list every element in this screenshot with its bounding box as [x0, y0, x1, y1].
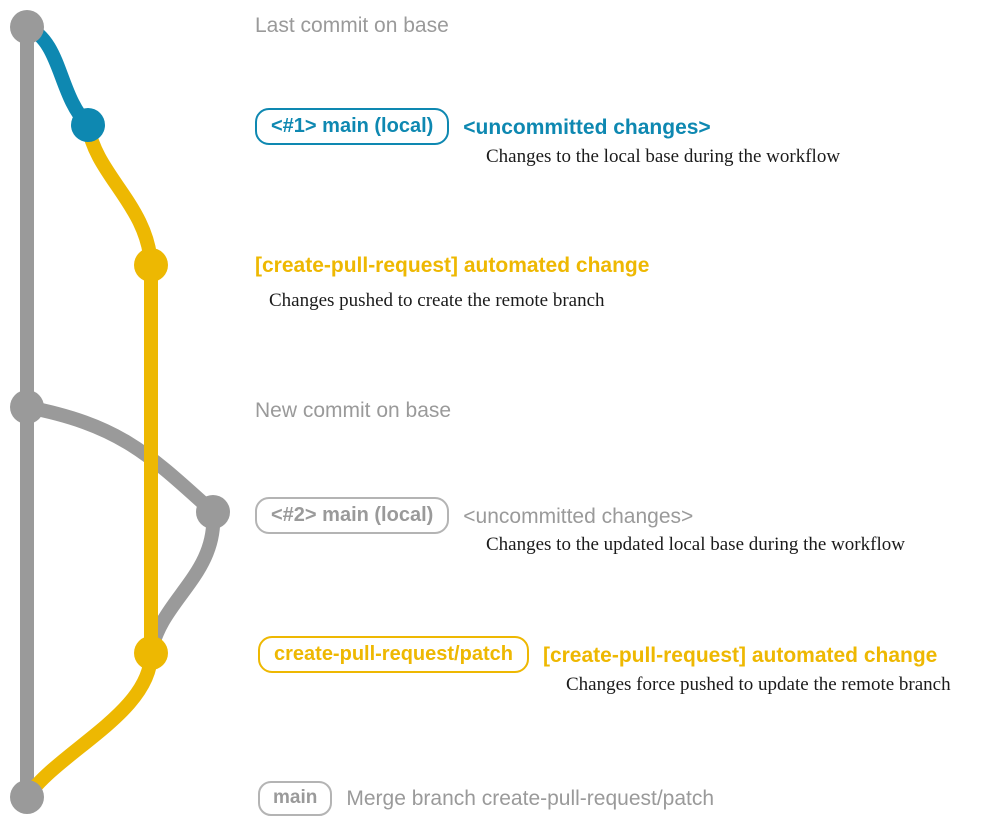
node-remote-1[interactable] [134, 248, 168, 282]
node-remote-2[interactable] [134, 636, 168, 670]
node-merge[interactable] [10, 780, 44, 814]
headline-merge-branch: Merge branch create-pull-request/patch [346, 787, 715, 810]
headline-uncommitted-changes-1: <uncommitted changes> [463, 116, 711, 139]
subtext-local-commit-2: Changes to the updated local base during… [486, 534, 905, 555]
subtext-local-commit-1: Changes to the local base during the wor… [486, 146, 841, 167]
edge-local2-to-remote2 [144, 505, 221, 660]
edge-base-to-local2 [20, 400, 220, 519]
node-base-new[interactable] [10, 390, 44, 424]
badge-main-local-2[interactable]: <#2> main (local) [255, 497, 450, 534]
edge-local1-to-remote1 [81, 118, 158, 272]
entry-remote-commit-1: [create-pull-request] automated change [255, 253, 649, 279]
entry-new-commit-on-base: New commit on base [255, 398, 451, 424]
edge-base-to-local1 [20, 20, 95, 132]
headline-uncommitted-changes-2: <uncommitted changes> [463, 505, 694, 528]
subtext-remote-commit-2: Changes force pushed to update the remot… [566, 674, 951, 695]
badge-main-local-1[interactable]: <#1> main (local) [255, 108, 450, 145]
node-local-1[interactable] [71, 108, 105, 142]
node-local-2[interactable] [196, 495, 230, 529]
badge-create-pull-request-patch[interactable]: create-pull-request/patch [258, 636, 529, 673]
headline-automated-change-2: [create-pull-request] automated change [542, 644, 938, 667]
entry-merge-commit: main Merge branch create-pull-request/pa… [258, 781, 714, 816]
headline-last-commit-on-base: Last commit on base [255, 14, 449, 37]
node-base-top[interactable] [10, 10, 44, 44]
entry-last-commit-on-base: Last commit on base [255, 13, 449, 39]
edge-remote2-to-merge [20, 646, 159, 804]
badge-main[interactable]: main [258, 781, 333, 816]
entry-local-commit-1: <#1> main (local) <uncommitted changes> [255, 108, 711, 145]
entry-remote-commit-2: create-pull-request/patch [create-pull-r… [258, 636, 937, 673]
headline-automated-change-1: [create-pull-request] automated change [255, 254, 650, 277]
commit-nodes [10, 10, 230, 814]
subtext-remote-commit-1: Changes pushed to create the remote bran… [269, 290, 605, 311]
headline-new-commit-on-base: New commit on base [255, 399, 452, 422]
entry-local-commit-2: <#2> main (local) <uncommitted changes> [255, 497, 693, 534]
